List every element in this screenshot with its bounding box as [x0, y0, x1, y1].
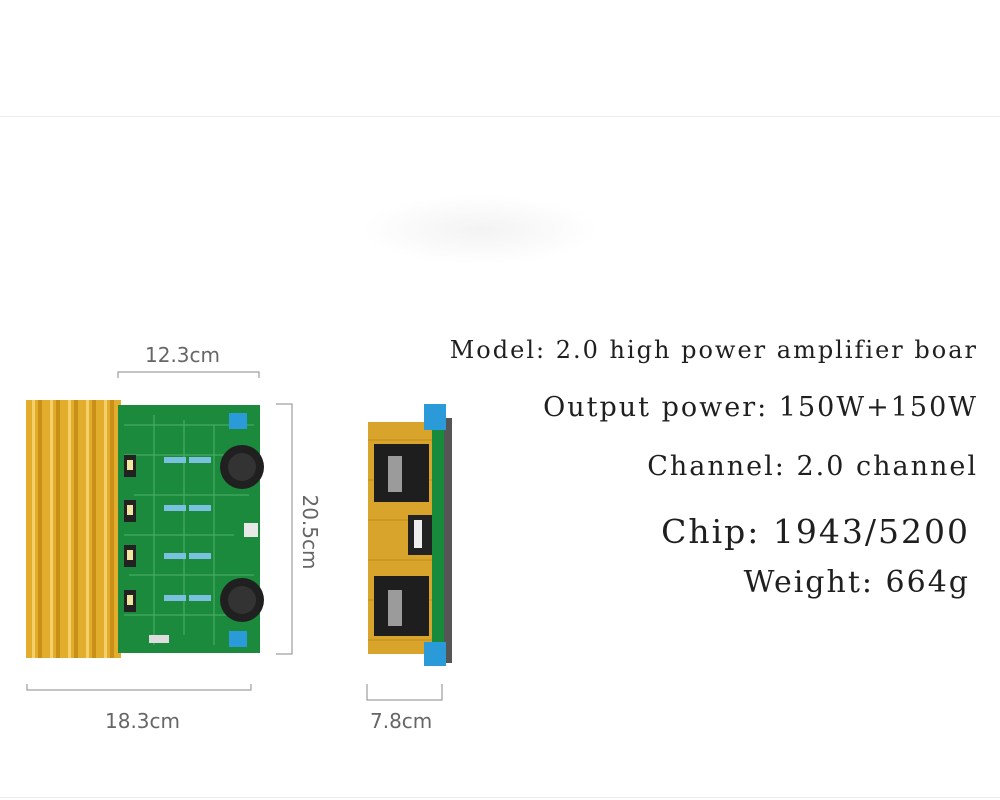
bottom-divider: [0, 797, 1000, 798]
background-smudge: [360, 195, 600, 265]
spec-model: Model: 2.0 high power amplifier boar: [449, 336, 978, 364]
dim-top-width: 12.3cm: [145, 343, 221, 367]
dim-height: 20.5cm: [298, 494, 322, 570]
amplifier-board-front-photo: [26, 400, 264, 658]
amplifier-board-side-photo: [368, 404, 452, 666]
spec-weight: Weight: 664g: [743, 565, 970, 600]
spec-chip: Chip: 1943/5200: [661, 512, 970, 551]
spec-output-power: Output power: 150W+150W: [543, 392, 978, 423]
top-divider: [0, 116, 1000, 117]
spec-channel: Channel: 2.0 channel: [647, 451, 978, 482]
dim-bottom-width: 18.3cm: [105, 709, 181, 733]
dim-side-depth: 7.8cm: [370, 709, 433, 733]
